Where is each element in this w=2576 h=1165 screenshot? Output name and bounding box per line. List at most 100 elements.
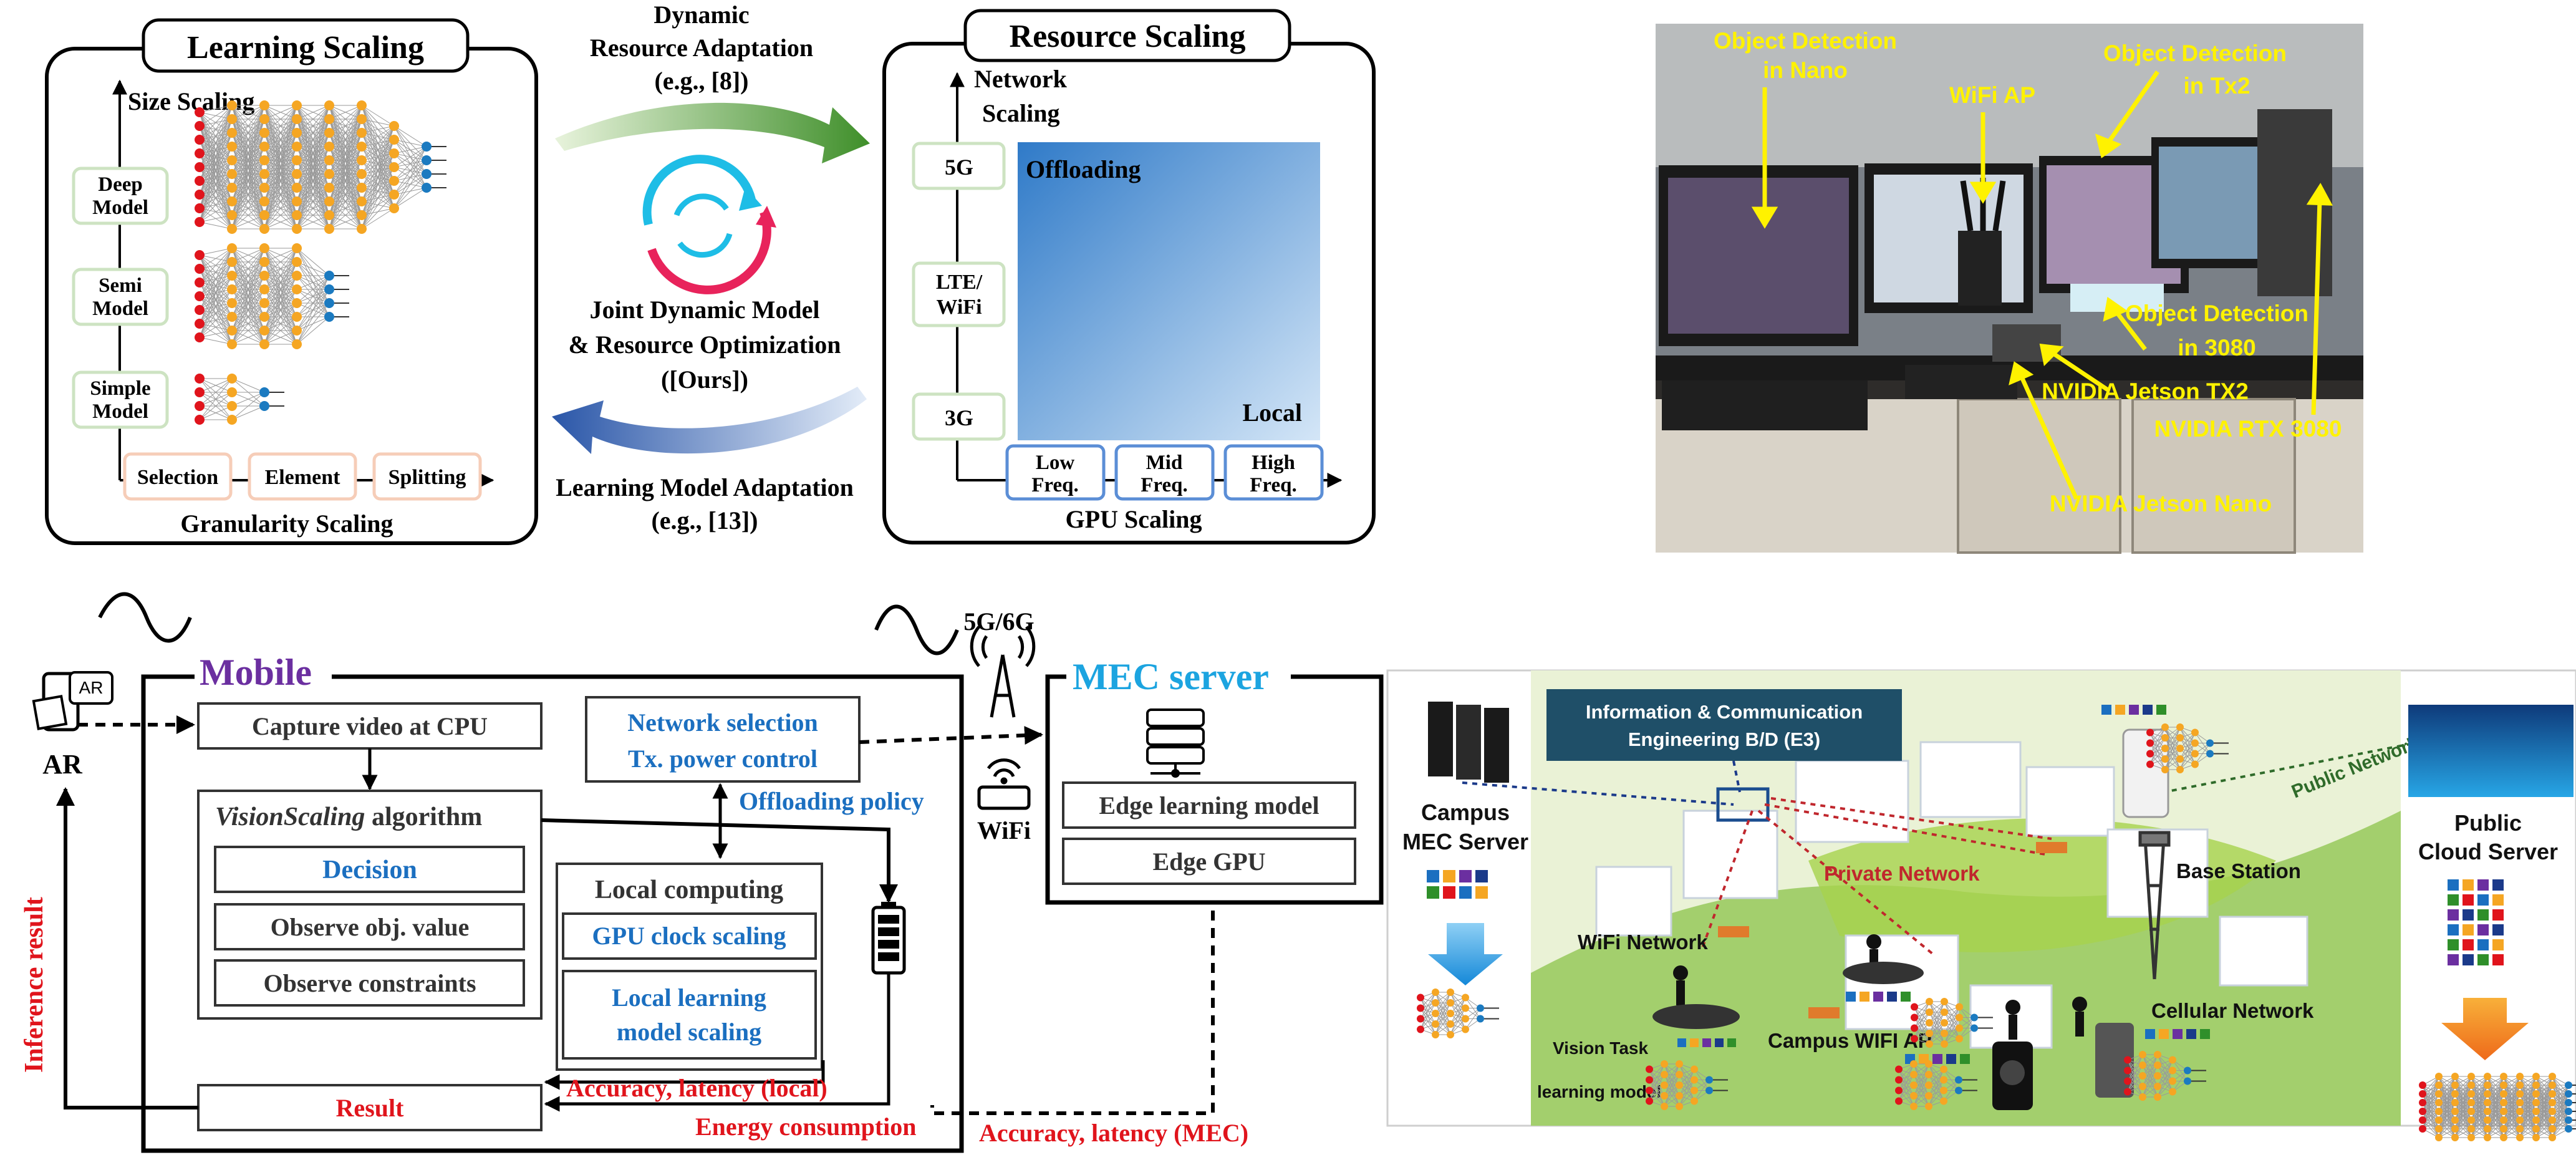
learning-scaling-title-box [142, 18, 470, 73]
network-scaling-line2: Scaling [982, 99, 1059, 127]
system-diagram: AR AR Mobile Capture video at CPU Vision… [20, 592, 1384, 1153]
e3-title-line1: Information & Communication [1586, 701, 1863, 723]
svg-text:5G: 5G [945, 155, 973, 180]
energy-label: Energy consumption [695, 1113, 917, 1141]
green-curved-arrow [555, 102, 870, 163]
edge-learning-model-box [1062, 781, 1356, 829]
gpu-mid-freq-box: Mid Freq. [1114, 444, 1215, 501]
svg-text:Simple: Simple [90, 377, 150, 400]
wifi-ap-icon [1718, 842, 2067, 1018]
network-selection-line2: Tx. power control [628, 745, 818, 773]
capture-box [197, 702, 543, 750]
svg-text:Model: Model [92, 400, 148, 423]
mobile-title: Mobile [200, 652, 312, 693]
joint-line2: & Resource Optimization [569, 331, 841, 359]
inference-result-label: Inference result [20, 897, 49, 1073]
phone-icon-2 [2095, 1023, 2134, 1098]
e3-title-box [1546, 689, 1902, 761]
granularity-element: Element [265, 466, 341, 489]
gpu-low-freq-box: Low Freq. [1005, 444, 1106, 501]
svg-text:High: High [1252, 452, 1295, 474]
wifi-network-label: WiFi Network [1578, 931, 1708, 954]
label-wifi-ap: WiFi AP [1949, 82, 2035, 108]
offloading-policy-label: Offloading policy [739, 787, 924, 815]
public-cloud-line1: Public [2454, 810, 2522, 836]
public-cloud-image [2408, 705, 2574, 797]
wave-icon-right [874, 604, 959, 655]
testbed-photo: Object Detection in Nano WiFi AP Object … [1656, 24, 2363, 554]
cellular-network-label: Cellular Network [2151, 999, 2314, 1022]
dynamic-resource-line2: Resource Adaptation [590, 34, 813, 62]
svg-text:LTE/: LTE/ [936, 271, 983, 294]
offload-dashed-arrow [859, 726, 1043, 745]
campus-wifi-ap-label: Campus WIFI AP [1768, 1029, 1932, 1052]
svg-text:Model: Model [92, 297, 148, 320]
svg-text:Freq.: Freq. [1250, 474, 1296, 496]
campus-mec-line1: Campus [1421, 800, 1510, 825]
granularity-selection: Selection [137, 466, 218, 489]
joint-line1: Joint Dynamic Model [590, 296, 820, 324]
granularity-selection-box: Selection [123, 452, 233, 501]
label-rtx3080: NVIDIA RTX 3080 [2154, 416, 2342, 442]
edge-gpu-box [1062, 838, 1356, 885]
network-3g-box: 3G [912, 392, 1006, 441]
deep-model-box: Deep Model [72, 167, 169, 225]
network-links [1462, 741, 2420, 955]
mec-result-dashed-arrow [930, 911, 1215, 1115]
granularity-splitting: Splitting [388, 466, 466, 489]
offloading-label: Offloading [1026, 155, 1141, 183]
deep-neural-network [195, 100, 446, 234]
learning-adaptation-line2: (e.g., [13]) [651, 506, 758, 534]
label-od-tx2-1: Object Detection [2103, 41, 2287, 66]
local-learning-line1: Local learning [612, 984, 766, 1012]
learning-scaling-panel: Learning Scaling Size Scaling Granularit… [45, 18, 538, 545]
campus-buildings [1595, 741, 2308, 1049]
observe-constraints-box [214, 959, 525, 1007]
gpu-scaling-label: GPU Scaling [1066, 505, 1202, 533]
cell-tower-icon [970, 626, 1036, 718]
keyboard [1662, 380, 1868, 430]
phone-icon [2122, 728, 2169, 818]
campus-mec-line2: MEC Server [1402, 829, 1528, 854]
mec-server-title: MEC server [1073, 656, 1269, 697]
learning-model-label: learning model [1537, 1082, 1661, 1101]
battery-to-result-arrow [544, 973, 890, 1112]
small-neural-networks [1417, 723, 2576, 1141]
svg-text:Mid: Mid [1146, 452, 1183, 474]
svg-text:Semi: Semi [99, 274, 142, 297]
edge-gpu-text: Edge GPU [1152, 848, 1265, 876]
algorithm-to-battery-arrow [541, 818, 898, 903]
battery-icon [871, 902, 906, 975]
blue-curved-arrow [552, 387, 867, 454]
network-5g-box: 5G [912, 142, 1006, 190]
joint-line3: ([Ours]) [661, 365, 748, 394]
accuracy-mec-label: Accuracy, latency (MEC) [979, 1119, 1248, 1147]
mobile-frame [141, 674, 964, 1153]
decision-box [214, 846, 525, 893]
label-od-nano-2: in Nano [1763, 57, 1848, 83]
network-selection-line1: Network selection [627, 708, 818, 737]
base-station-label: Base Station [2176, 859, 2301, 882]
resource-scaling-panel: Resource Scaling Network Scaling GPU Sca… [882, 9, 1376, 544]
local-to-result-arrow [544, 1060, 825, 1090]
learning-scaling-title: Learning Scaling [187, 30, 424, 65]
svg-text:Freq.: Freq. [1141, 474, 1187, 496]
ar-label: AR [42, 749, 83, 780]
campus-down-arrow [1428, 923, 1503, 985]
dynamic-resource-line3: (e.g., [8]) [654, 67, 748, 95]
granularity-splitting-box: Splitting [372, 452, 482, 501]
server-stack-icon [1146, 708, 1205, 778]
resource-scaling-title-box [963, 9, 1291, 62]
adaptation-arrows: Dynamic Resource Adaptation (e.g., [8]) … [552, 1, 870, 534]
wifi-router [1958, 231, 2002, 306]
svg-text:Low: Low [1036, 452, 1075, 474]
granularity-scaling-label: Granularity Scaling [180, 510, 393, 538]
wifi-label: WiFi [977, 816, 1031, 844]
wave-icon-left [98, 592, 192, 643]
decision-text: Decision [322, 856, 417, 884]
cloud-down-arrow [2441, 998, 2529, 1060]
cycle-icon [642, 155, 776, 294]
semi-neural-network [195, 243, 349, 349]
base-station-icon [2138, 831, 2171, 980]
